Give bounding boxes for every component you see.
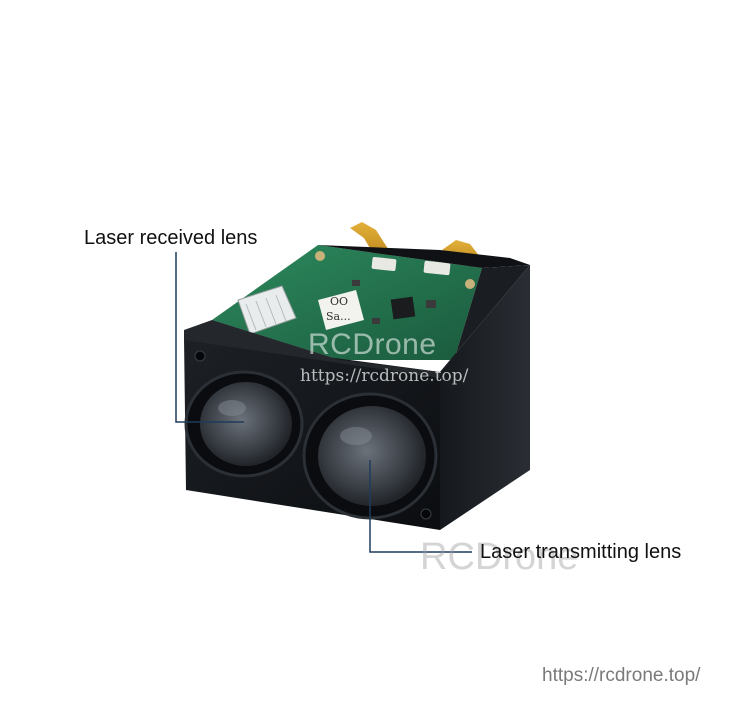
received-lens — [184, 370, 304, 478]
board-chip — [423, 260, 451, 276]
board-chip — [371, 256, 397, 272]
received-lens-label: Laser received lens — [84, 227, 258, 249]
watermark-brand-lower: RCDrone — [420, 536, 579, 578]
transmit-callout-line — [369, 460, 472, 553]
board-chip — [390, 296, 416, 320]
board-component — [372, 318, 380, 324]
board-connector — [237, 285, 297, 335]
board-component — [426, 300, 436, 308]
board-component — [352, 280, 360, 286]
transmitting-lens-label: Laser transmitting lens — [480, 541, 682, 563]
received-callout-line — [175, 252, 244, 423]
housing-screw-hole — [194, 350, 206, 362]
board-sticker: OO Sa... — [318, 290, 364, 330]
board-mount-hole — [465, 279, 475, 289]
watermark-brand: RCDrone — [308, 328, 437, 361]
watermark-url-corner: https://rcdrone.top/ — [542, 665, 701, 686]
transmitting-lens — [302, 392, 438, 520]
watermark-url: https://rcdrone.top/ — [300, 366, 469, 386]
sticker-text-2: Sa... — [326, 310, 351, 323]
sticker-text-1: OO — [330, 295, 348, 308]
housing-screw-hole — [420, 508, 432, 520]
board-mount-hole — [315, 251, 325, 261]
